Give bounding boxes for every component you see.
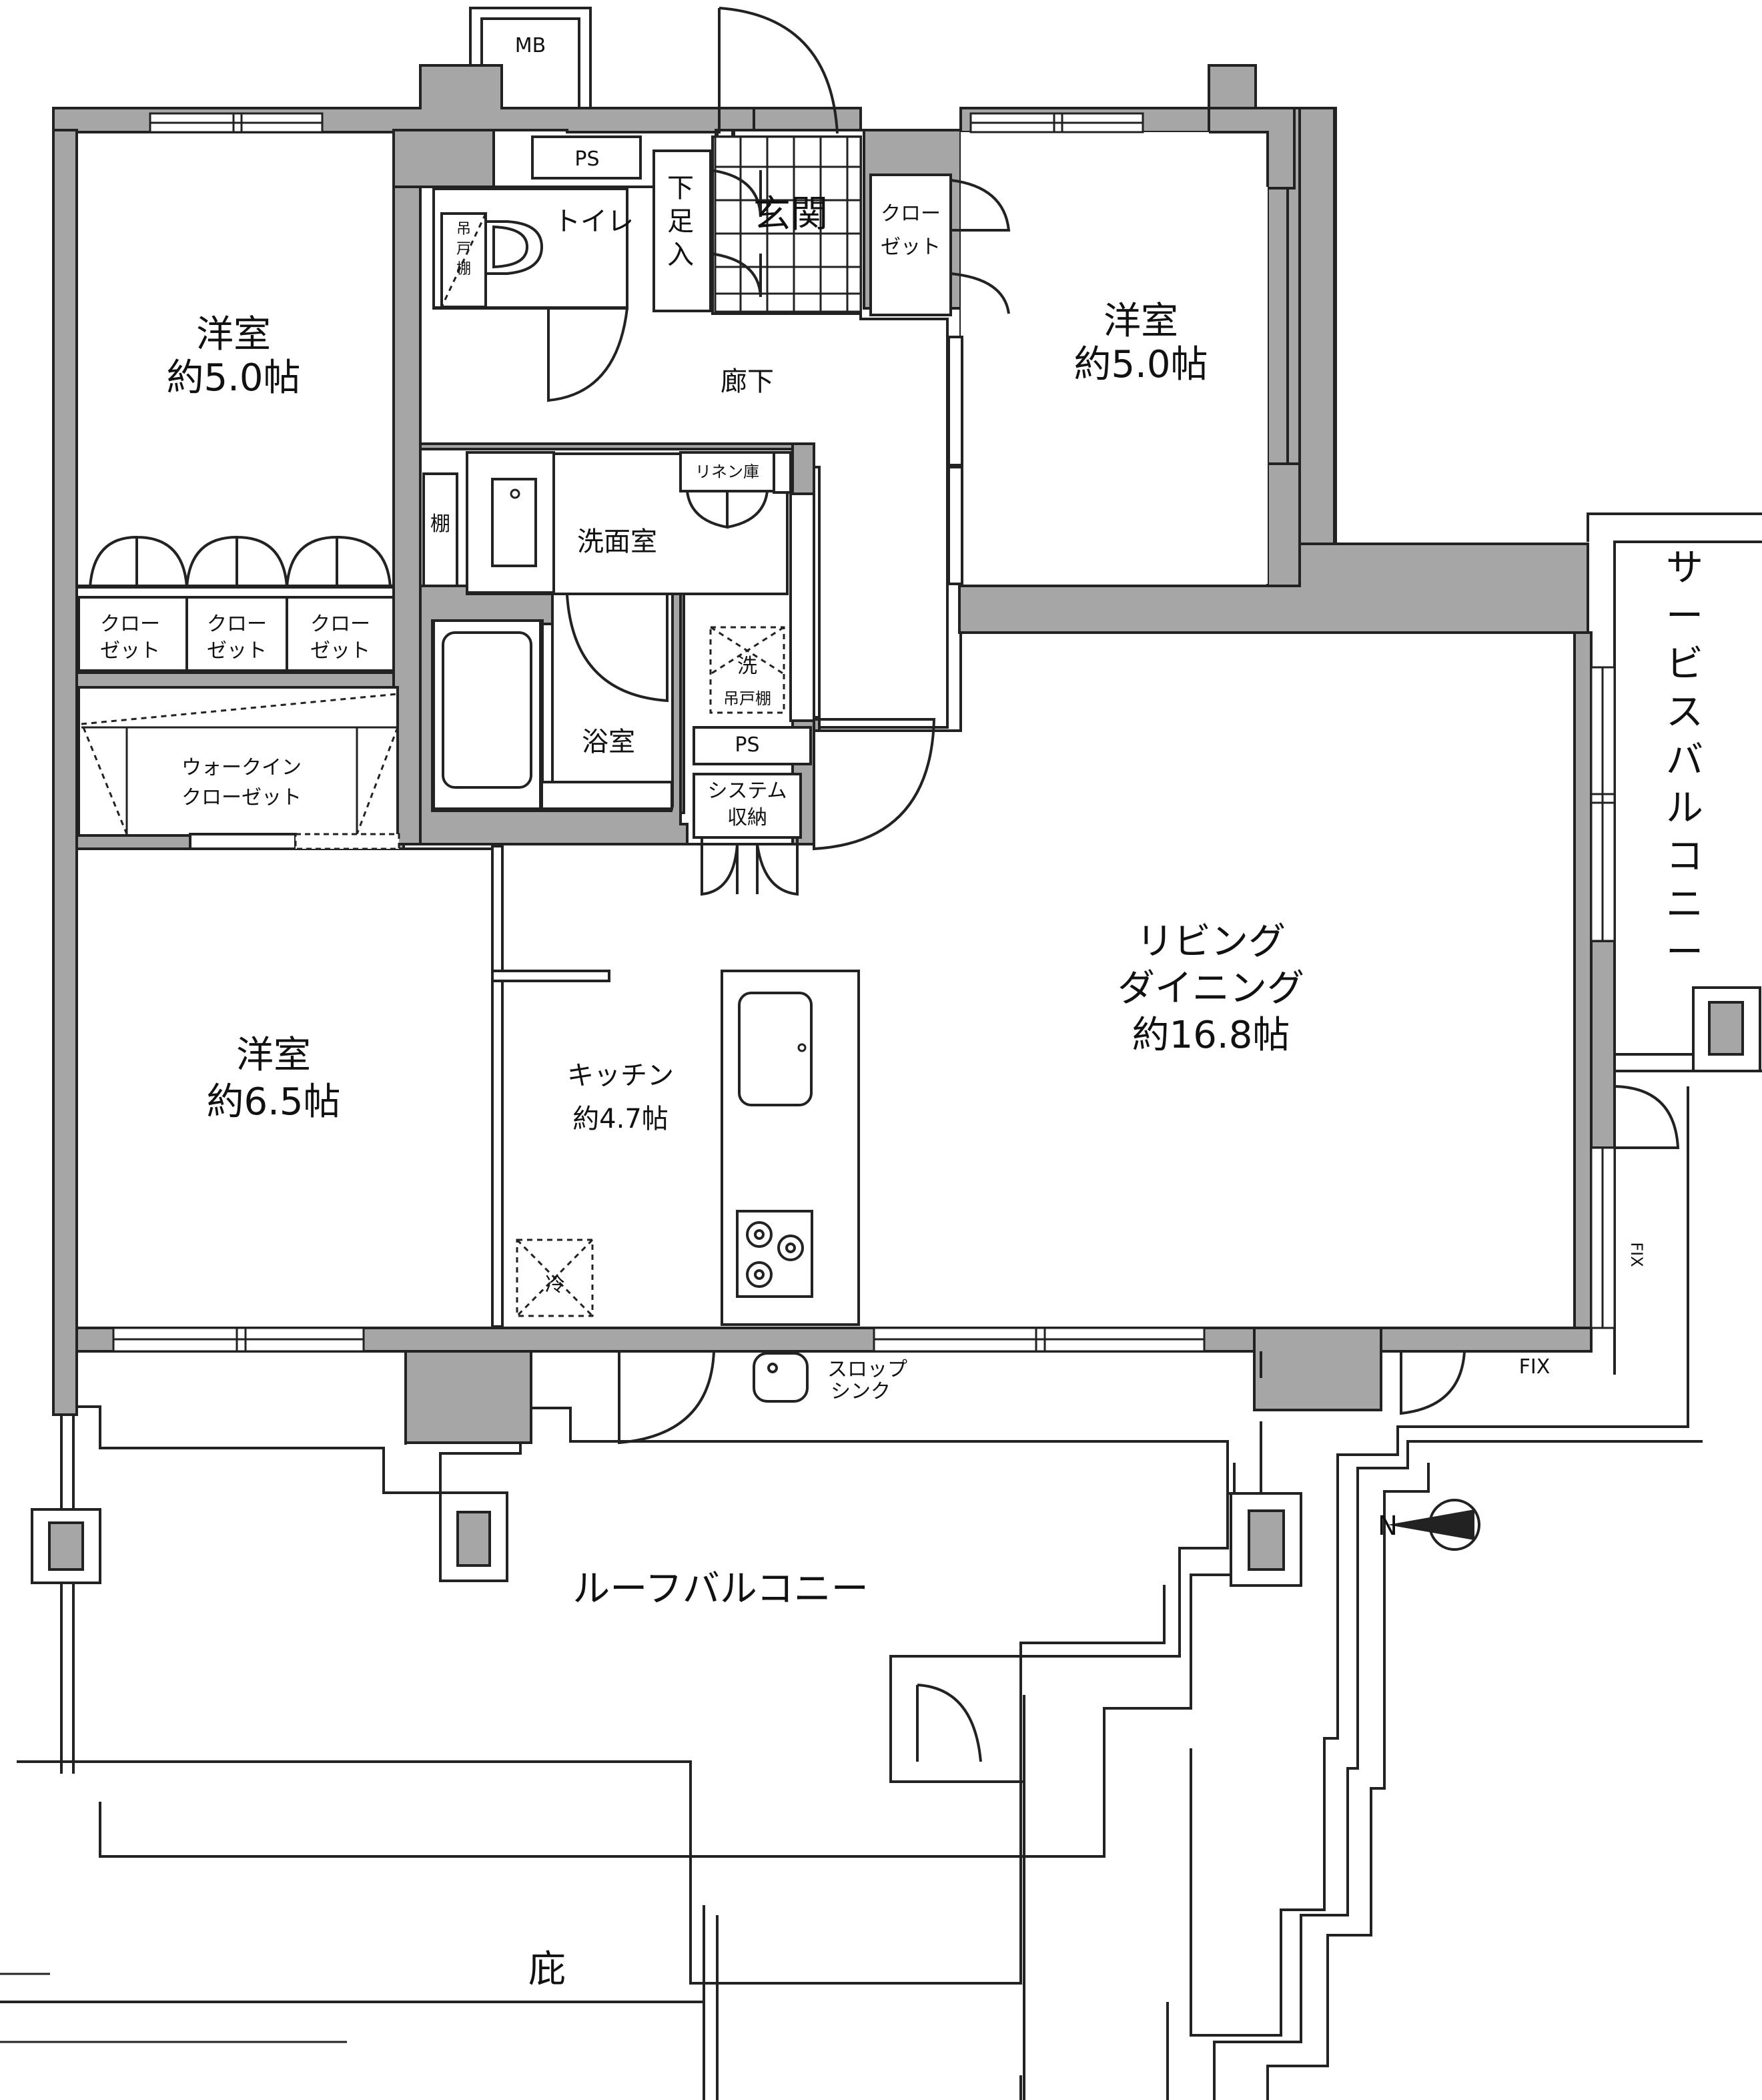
service-balcony-vertical-text: サービスバルコニー <box>1666 547 1703 974</box>
hanging-cabinet-label-1: 吊 <box>456 221 471 238</box>
hanging-cabinet-label-3: 棚 <box>456 261 471 278</box>
closet-3-label-2: ゼット <box>310 639 370 663</box>
closet-entry-label-1: クロー <box>881 202 941 226</box>
toilet-label: トイレ <box>554 206 634 237</box>
mb-label: MB <box>515 34 546 57</box>
balcony-posts <box>31 986 1761 1587</box>
system-storage-label-1: システム <box>707 779 787 803</box>
closet-3-label-1: クロー <box>310 613 370 636</box>
western-ne-size: 約5.0帖 <box>1073 343 1208 386</box>
wash-bath <box>432 451 936 896</box>
western-sw-name: 洋室 <box>236 1034 311 1077</box>
hanging-cabinet-label-2: 戸 <box>456 241 471 258</box>
living-label-1: リビング <box>1136 920 1286 964</box>
entrance-structures <box>469 7 862 313</box>
site-lines <box>0 1086 1703 2100</box>
corridor-details <box>869 173 1011 585</box>
closet-1-label-1: クロー <box>100 613 160 636</box>
western-nw-size: 約5.0帖 <box>166 356 300 400</box>
corridor-label: 廊下 <box>721 366 774 397</box>
compass-north-label: N <box>1378 1511 1398 1541</box>
washer-label: 洗 <box>737 655 757 678</box>
living-size: 約16.8帖 <box>1132 1014 1290 1057</box>
service-balcony-label: サービスバルコニー <box>1666 547 1703 974</box>
shelf-label: 棚 <box>430 512 450 536</box>
shoe-box-label-3: 入 <box>667 240 694 270</box>
western-sw-size: 約6.5帖 <box>206 1080 340 1124</box>
closet-entry-label-2: ゼット <box>881 236 941 259</box>
fridge-label: 冷 <box>545 1273 565 1297</box>
kitchen-area <box>491 845 1468 1445</box>
windows <box>112 112 1616 1353</box>
living-label-2: ダイニング <box>1118 967 1304 1010</box>
labels: MB PS 下 足 入 玄関 クロー ゼット 吊 戸 棚 トイレ 洋室 約5.0… <box>100 34 1646 1991</box>
western-nw-name: 洋室 <box>196 313 271 356</box>
washroom-label: 洗面室 <box>577 527 657 557</box>
system-storage-label-2: 収納 <box>727 806 767 829</box>
shoe-box-label-1: 下 <box>667 173 694 204</box>
washer-cabinet-label: 吊戸棚 <box>723 689 771 708</box>
linen-label: リネン庫 <box>695 462 759 481</box>
closet-1-label-2: ゼット <box>100 639 160 663</box>
closet-2-label-2: ゼット <box>207 639 267 663</box>
fix-label-1: FIX <box>1519 1355 1551 1379</box>
kitchen-size: 約4.7帖 <box>572 1104 669 1134</box>
fix-label-2: FIX <box>1627 1242 1646 1267</box>
kitchen-name: キッチン <box>567 1060 674 1091</box>
ps-top-label: PS <box>574 147 599 171</box>
toilet-room <box>432 188 628 402</box>
nw-closets <box>75 472 458 850</box>
roof-balcony-outline <box>60 1405 1262 1783</box>
compass-icon <box>1388 1499 1480 1551</box>
entrance-label: 玄関 <box>753 193 828 236</box>
roof-balcony-label: ルーフバルコニー <box>572 1567 869 1611</box>
eaves-label: 庇 <box>528 1948 566 1991</box>
slop-sink-label-2: シンク <box>831 1380 891 1403</box>
shoe-box-label-2: 足 <box>667 206 694 237</box>
western-ne-name: 洋室 <box>1104 300 1178 343</box>
walk-in-closet-label-1: ウォークイン <box>181 756 302 779</box>
bathroom-label: 浴室 <box>582 727 635 757</box>
slop-sink-label-1: スロップ <box>827 1358 907 1381</box>
ps-mid-label: PS <box>735 733 759 757</box>
room-interiors <box>75 131 1576 1329</box>
closet-2-label-1: クロー <box>207 613 267 636</box>
walk-in-closet-label-2: クローゼット <box>181 786 302 809</box>
